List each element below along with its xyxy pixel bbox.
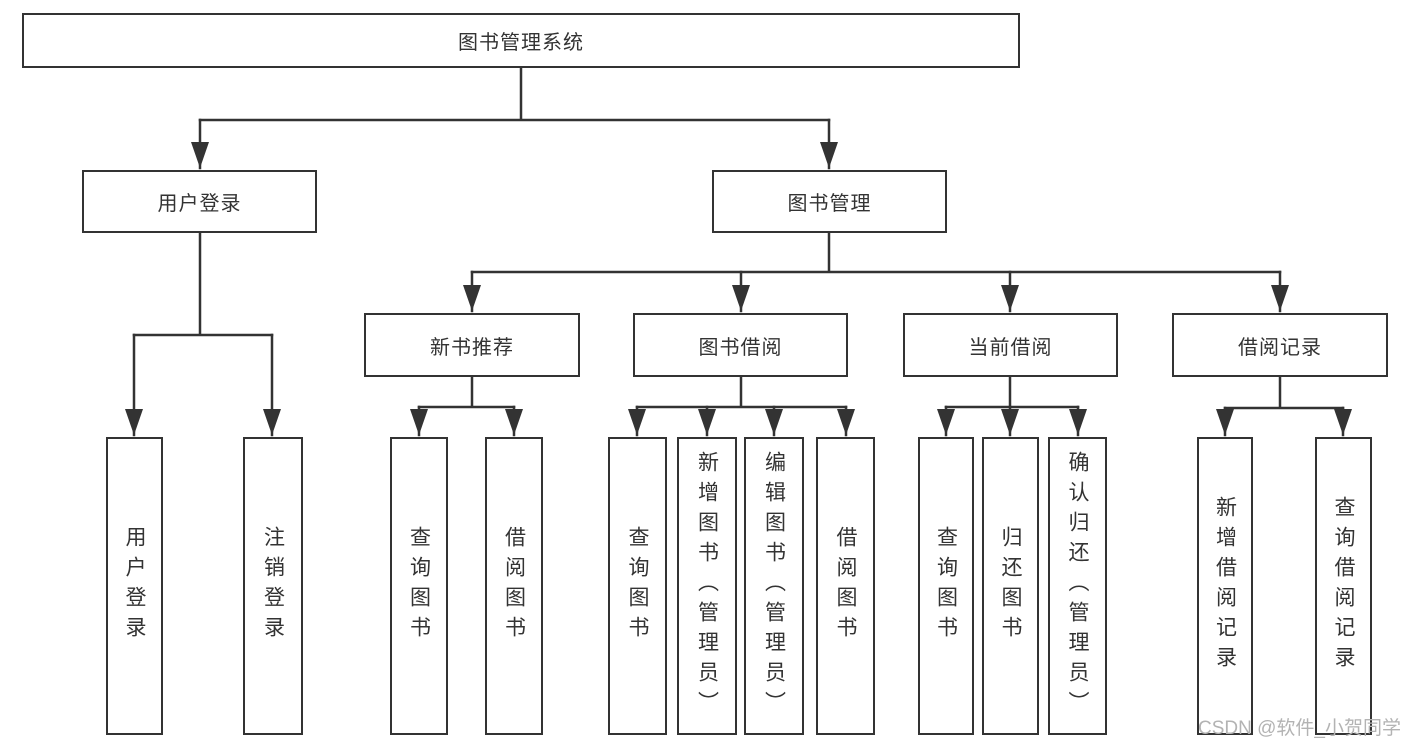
node-label: 借阅记录 [1238, 336, 1322, 359]
node-library-management-system: 图书管理系统 [22, 13, 1020, 68]
leaf-return-books: 归还图书 [982, 437, 1039, 735]
leaf-borrow-books: 借阅图书 [816, 437, 875, 735]
leaf-add-borrow-record: 新增借阅记录 [1197, 437, 1253, 735]
leaf-label: 查询图书 [407, 526, 431, 646]
node-current-borrowing: 当前借阅 [903, 313, 1118, 377]
leaf-label: 查询图书 [626, 526, 649, 646]
leaf-confirm-return-admin: 确认归还（管理员） [1048, 437, 1107, 735]
leaf-edit-books-admin: 编辑图书（管理员） [744, 437, 804, 735]
leaf-label: 查询借阅记录 [1332, 496, 1355, 676]
leaf-label: 用户登录 [123, 526, 146, 646]
leaf-label: 注销登录 [261, 526, 285, 646]
leaf-add-books-admin: 新增图书（管理员） [677, 437, 737, 735]
leaf-label: 查询图书 [934, 526, 958, 646]
node-book-borrowing: 图书借阅 [633, 313, 848, 377]
leaf-borrow-books: 借阅图书 [485, 437, 543, 735]
leaf-label: 归还图书 [999, 526, 1022, 646]
leaf-label: 借阅图书 [834, 526, 857, 646]
node-label: 用户登录 [157, 193, 242, 215]
leaf-query-books: 查询图书 [390, 437, 448, 735]
node-label: 图书借阅 [698, 336, 783, 359]
node-borrowing-records: 借阅记录 [1172, 313, 1388, 377]
leaf-label: 新增图书（管理员） [695, 451, 719, 721]
leaf-query-borrow-record: 查询借阅记录 [1315, 437, 1372, 735]
leaf-query-books: 查询图书 [918, 437, 974, 735]
node-user-login: 用户登录 [82, 170, 317, 233]
leaf-label: 借阅图书 [502, 526, 526, 646]
leaf-query-books: 查询图书 [608, 437, 667, 735]
leaf-label: 新增借阅记录 [1213, 496, 1237, 676]
node-label: 当前借阅 [968, 336, 1053, 359]
node-label: 图书管理系统 [458, 32, 584, 54]
node-new-book-recommendation: 新书推荐 [364, 313, 580, 377]
node-label: 新书推荐 [430, 336, 514, 359]
leaf-label: 确认归还（管理员） [1066, 451, 1089, 721]
leaf-logout: 注销登录 [243, 437, 303, 735]
node-book-management: 图书管理 [712, 170, 947, 233]
leaf-user-login: 用户登录 [106, 437, 163, 735]
leaf-label: 编辑图书（管理员） [762, 451, 786, 721]
node-label: 图书管理 [787, 193, 872, 215]
csdn-watermark: CSDN @软件_小贺同学 [1198, 718, 1401, 739]
